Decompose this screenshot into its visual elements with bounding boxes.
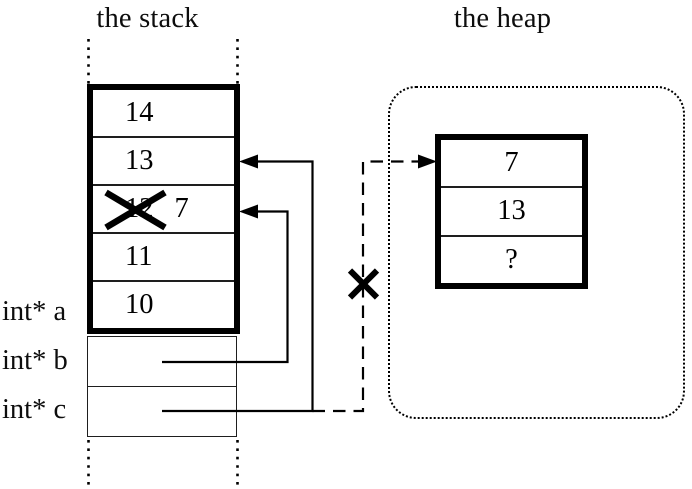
heap-row-value: ?: [505, 243, 518, 275]
heap-row: 13: [441, 188, 582, 237]
pointer-cell-b: [88, 337, 236, 387]
stack-frame-box: 14 13 12 7 11 10: [87, 84, 240, 334]
stack-row-value: 14: [125, 97, 154, 128]
stack-row: 14: [93, 90, 234, 138]
heap-row-value: 7: [504, 147, 519, 179]
replacement-value: 7: [174, 193, 189, 224]
pointer-label-a: int* a: [2, 296, 67, 327]
heap-row-value: 13: [497, 195, 526, 227]
x-mark-dangling-icon: [347, 268, 380, 300]
heap-block-box: 7 13 ?: [435, 134, 588, 289]
crossed-out-value: 12: [125, 193, 154, 224]
pointer-cells-box: [87, 336, 237, 437]
stack-title: the stack: [96, 3, 199, 34]
stack-row: 11: [93, 234, 234, 282]
pointer-cell-c: [88, 387, 236, 436]
stack-row-value: 10: [125, 289, 154, 320]
heap-row: 7: [441, 140, 582, 189]
stack-row-value: 13: [125, 145, 154, 176]
heap-row: ?: [441, 237, 582, 283]
pointer-label-b: int* b: [2, 345, 68, 376]
pointer-label-c: int* c: [2, 394, 67, 425]
arrowhead-left-icon: [239, 154, 258, 169]
stack-row: 13: [93, 138, 234, 186]
arrowhead-left-icon: [239, 204, 258, 219]
heap-title: the heap: [453, 3, 552, 34]
stack-row-overwritten: 12 7: [93, 186, 234, 234]
stack-row: 10: [93, 282, 234, 328]
stack-row-value: 11: [125, 241, 153, 272]
